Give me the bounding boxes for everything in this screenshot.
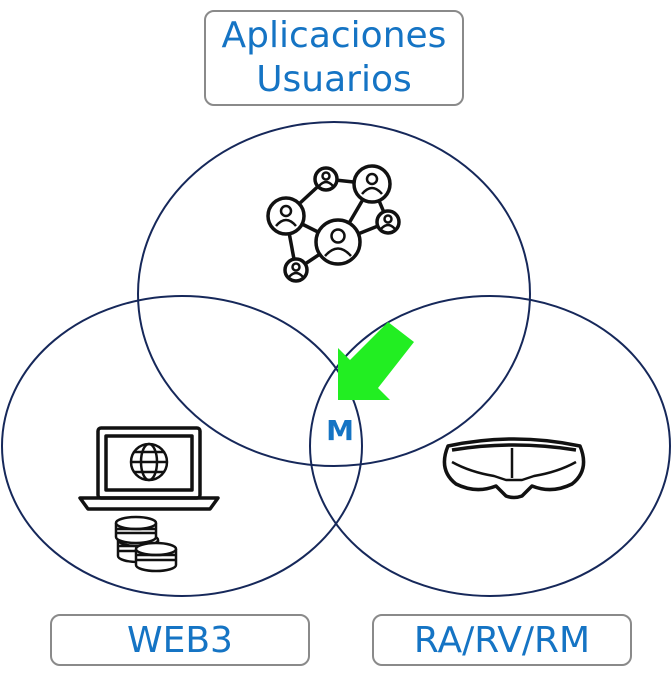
label-left: WEB3: [127, 619, 233, 661]
coins-icon: [114, 515, 178, 573]
vr-headset-icon: [442, 437, 586, 500]
laptop-globe-icon: [78, 426, 220, 511]
center-label: M: [326, 414, 354, 447]
circle-top: [137, 121, 531, 467]
label-box-right: RA/RV/RM: [372, 614, 632, 666]
circle-left: [1, 295, 363, 597]
label-box-left: WEB3: [50, 614, 310, 666]
label-top-line1: Aplicaciones: [221, 15, 447, 56]
label-box-top: Aplicaciones Usuarios: [204, 10, 464, 106]
label-right: RA/RV/RM: [413, 619, 591, 661]
label-top-line2: Usuarios: [256, 59, 412, 100]
user-network-icon: [266, 164, 401, 283]
circle-right: [309, 295, 671, 597]
arrow-icon: [338, 322, 414, 400]
